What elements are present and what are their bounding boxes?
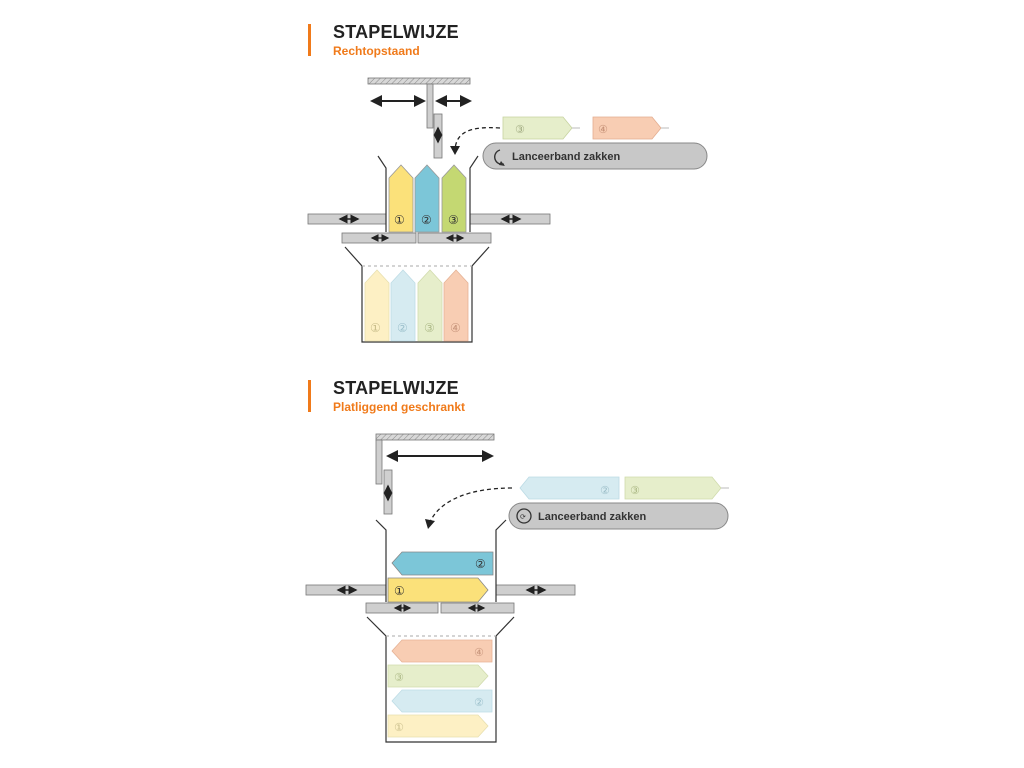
- accent-bar: [308, 380, 311, 412]
- accent-bar: [308, 24, 311, 56]
- piece-number: ③: [448, 213, 459, 227]
- launch-belt: [482, 142, 708, 170]
- piece-number: ③: [630, 484, 640, 497]
- flat-piece-2: [391, 551, 494, 576]
- hopper-wall-right: [469, 155, 479, 232]
- feed-arrow: [454, 126, 501, 151]
- hopper-wall-left: [375, 519, 387, 602]
- feed-arrow: [429, 487, 513, 523]
- piece-number: ①: [394, 213, 405, 227]
- incoming-piece-4: [592, 116, 662, 140]
- upright-piece-1: [388, 164, 414, 233]
- stacked-piece-1: [364, 269, 390, 342]
- piece-number: ②: [421, 213, 432, 227]
- piece-number: ④: [450, 321, 461, 335]
- piece-number: ①: [370, 321, 381, 335]
- stacked-piece-4: [391, 639, 493, 663]
- piece-number: ②: [475, 557, 486, 571]
- piece-number: ③: [424, 321, 435, 335]
- belt-label: Lanceerband zakken: [512, 151, 620, 163]
- flat-piece-1: [387, 577, 489, 603]
- ceiling-rail: [375, 433, 495, 441]
- piece-number: ①: [394, 721, 404, 734]
- incoming-piece-3: [624, 476, 722, 500]
- flat-diagram: ② ③ ⟳ Lanceerband zakken ② ① ④: [305, 433, 729, 743]
- rotate-icon: [516, 508, 532, 524]
- belt-label: Lanceerband zakken: [538, 511, 646, 523]
- section-2-subtitle: Platliggend geschrankt: [333, 400, 466, 414]
- gripper-stem: [426, 83, 434, 129]
- hopper-wall-left: [377, 155, 387, 232]
- stacked-piece-2: [390, 269, 416, 342]
- piece-number: ②: [600, 484, 610, 497]
- ceiling-rail: [367, 77, 471, 85]
- output-box: [344, 246, 490, 343]
- stacked-piece-2: [391, 689, 493, 713]
- section-2-title: STAPELWIJZE: [333, 378, 459, 398]
- upright-piece-3: [441, 164, 467, 233]
- piece-number: ②: [474, 696, 484, 709]
- section-1-subtitle: Rechtopstaand: [333, 44, 420, 58]
- launch-belt: [508, 502, 729, 530]
- incoming-piece-2: [519, 476, 620, 500]
- output-box: [366, 616, 515, 743]
- stacked-piece-1: [387, 714, 489, 738]
- upright-piece-2: [414, 164, 440, 233]
- stacked-piece-3: [417, 269, 443, 342]
- piece-number: ④: [598, 123, 608, 136]
- piece-number: ①: [394, 584, 405, 598]
- piece-number: ③: [394, 671, 404, 684]
- hopper-wall-right: [495, 519, 507, 602]
- rotate-icon-glyph: ⟳: [520, 513, 526, 521]
- stacked-piece-3: [387, 664, 489, 688]
- section-1-title: STAPELWIJZE: [333, 22, 459, 42]
- upright-diagram: ③ ④ Lanceerband zakken ① ② ③: [307, 77, 708, 343]
- piece-number: ③: [515, 123, 525, 136]
- gripper-stem: [375, 439, 383, 485]
- stacked-piece-4: [443, 269, 469, 342]
- incoming-piece-3: [502, 116, 573, 140]
- piece-number: ②: [397, 321, 408, 335]
- piece-number: ④: [474, 646, 484, 659]
